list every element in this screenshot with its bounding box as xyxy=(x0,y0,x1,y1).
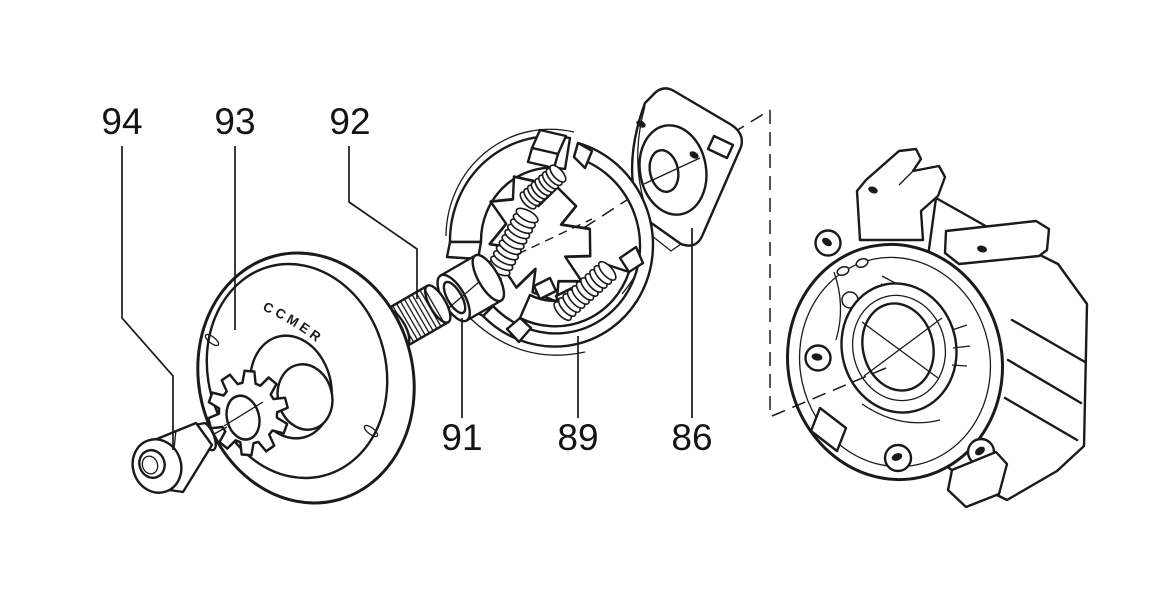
callout-86: 86 xyxy=(671,417,712,458)
clutch-spring-top xyxy=(519,164,567,210)
drum-rim-slot xyxy=(204,333,220,347)
callout-91: 91 xyxy=(441,417,482,458)
carrier-screw-hole xyxy=(636,120,646,128)
callout-93: 93 xyxy=(214,101,255,142)
sleeve-bushing-91 xyxy=(436,253,506,323)
case-foot xyxy=(946,450,1009,509)
crankcase-housing xyxy=(786,147,1089,509)
clutch-spring-bottom xyxy=(553,260,617,322)
leader-92 xyxy=(348,146,418,299)
crankshaft-bore xyxy=(840,282,971,414)
case-lug xyxy=(809,406,848,453)
callout-leaders xyxy=(121,146,693,450)
carrier-screw-hole xyxy=(689,151,699,159)
drum-face-lip xyxy=(205,262,389,480)
collar-nut-94 xyxy=(131,421,228,494)
drum-rim-slot xyxy=(363,424,379,438)
sprocket-bore xyxy=(225,394,261,441)
clutch-shoe-assembly-89 xyxy=(445,128,655,356)
clutch-drum-93: CCMER xyxy=(196,251,416,505)
callout-89: 89 xyxy=(557,417,598,458)
callout-92: 92 xyxy=(329,101,370,142)
leader-94 xyxy=(121,146,174,450)
bracket-hole xyxy=(977,245,987,253)
callout-labels: 94 93 92 91 89 86 xyxy=(101,101,712,458)
clutch-carrier-86 xyxy=(630,87,744,252)
bolt-boss xyxy=(804,229,996,473)
carrier-key-lug xyxy=(706,134,735,160)
drum-sprocket-gear xyxy=(207,369,289,457)
clutch-spider xyxy=(488,175,592,304)
callout-94: 94 xyxy=(101,101,142,142)
clutch-spring-left xyxy=(487,207,539,277)
mount-bracket-right xyxy=(943,219,1051,266)
bracket-hole xyxy=(868,186,878,194)
